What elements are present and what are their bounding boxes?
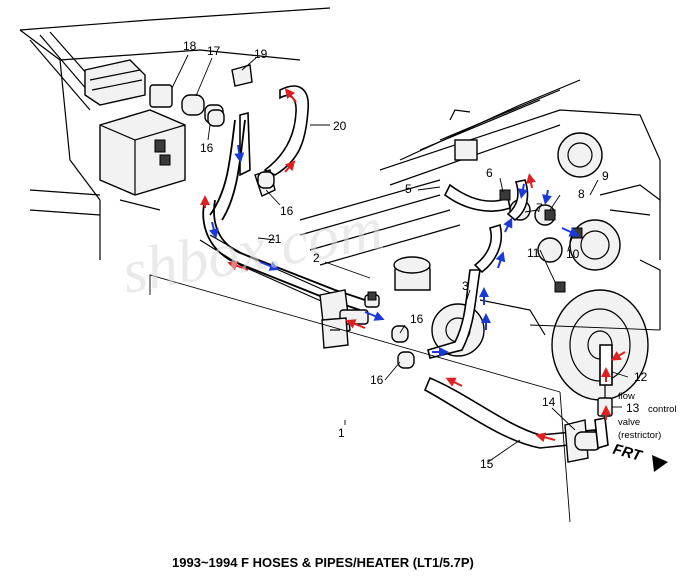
hose-20 [239,85,330,177]
callout-17: 17 [207,44,221,58]
valve-note-line-1: flow [618,391,635,402]
callout-9: 9 [602,169,609,183]
callout-2: 2 [313,251,320,265]
callout-12: 12 [634,370,648,384]
callout-1: 1 [338,426,345,440]
heater-core-housing [84,59,186,196]
valve-note: flow control valve (restrictor) [618,391,677,441]
clamps-16 [207,109,415,369]
callout-16-bottom: 16 [370,373,384,387]
return-flow-arrows [208,144,580,357]
firewall-outline [19,7,331,260]
callout-7: 7 [536,201,543,215]
callout-8: 8 [578,187,585,201]
pipe-bracket [321,317,349,349]
callout-11: 11 [527,246,540,260]
diagram-caption: 1993~1994 F HOSES & PIPES/HEATER (LT1/5.… [172,555,474,570]
callout-numbers: 18 17 19 20 16 16 21 2 5 6 7 8 9 10 11 3… [183,39,648,471]
callout-16-upper: 16 [200,141,214,155]
callout-18: 18 [183,39,197,53]
flow-control-valve [597,344,613,420]
callout-13: 13 [626,401,640,415]
callout-6: 6 [486,166,493,180]
callout-16-lower: 16 [410,312,424,326]
heater-pipe-fittings [149,64,253,124]
supply-flow-arrows [200,88,626,443]
assembly-bracket-1 [149,274,571,523]
callout-15: 15 [480,457,494,471]
hose-3 [427,223,502,359]
callout-10: 10 [566,247,580,261]
callout-5: 5 [405,182,412,196]
callout-19: 19 [254,47,268,61]
watermark-text: shbox.com [117,194,388,307]
front-direction-indicator: FRT [611,441,668,472]
valve-note-line-2: control [648,404,677,415]
callout-16-mid: 16 [280,204,294,218]
callout-20: 20 [333,119,347,133]
frt-label: FRT [611,441,645,465]
callout-3: 3 [462,279,469,293]
leader-lines [171,54,661,463]
callout-14: 14 [542,395,556,409]
valve-note-line-3: valve [618,417,640,428]
callout-21: 21 [268,232,282,246]
frt-arrow-icon [652,455,668,472]
valve-note-line-4: (restrictor) [618,430,661,441]
hose-15 [423,376,609,463]
